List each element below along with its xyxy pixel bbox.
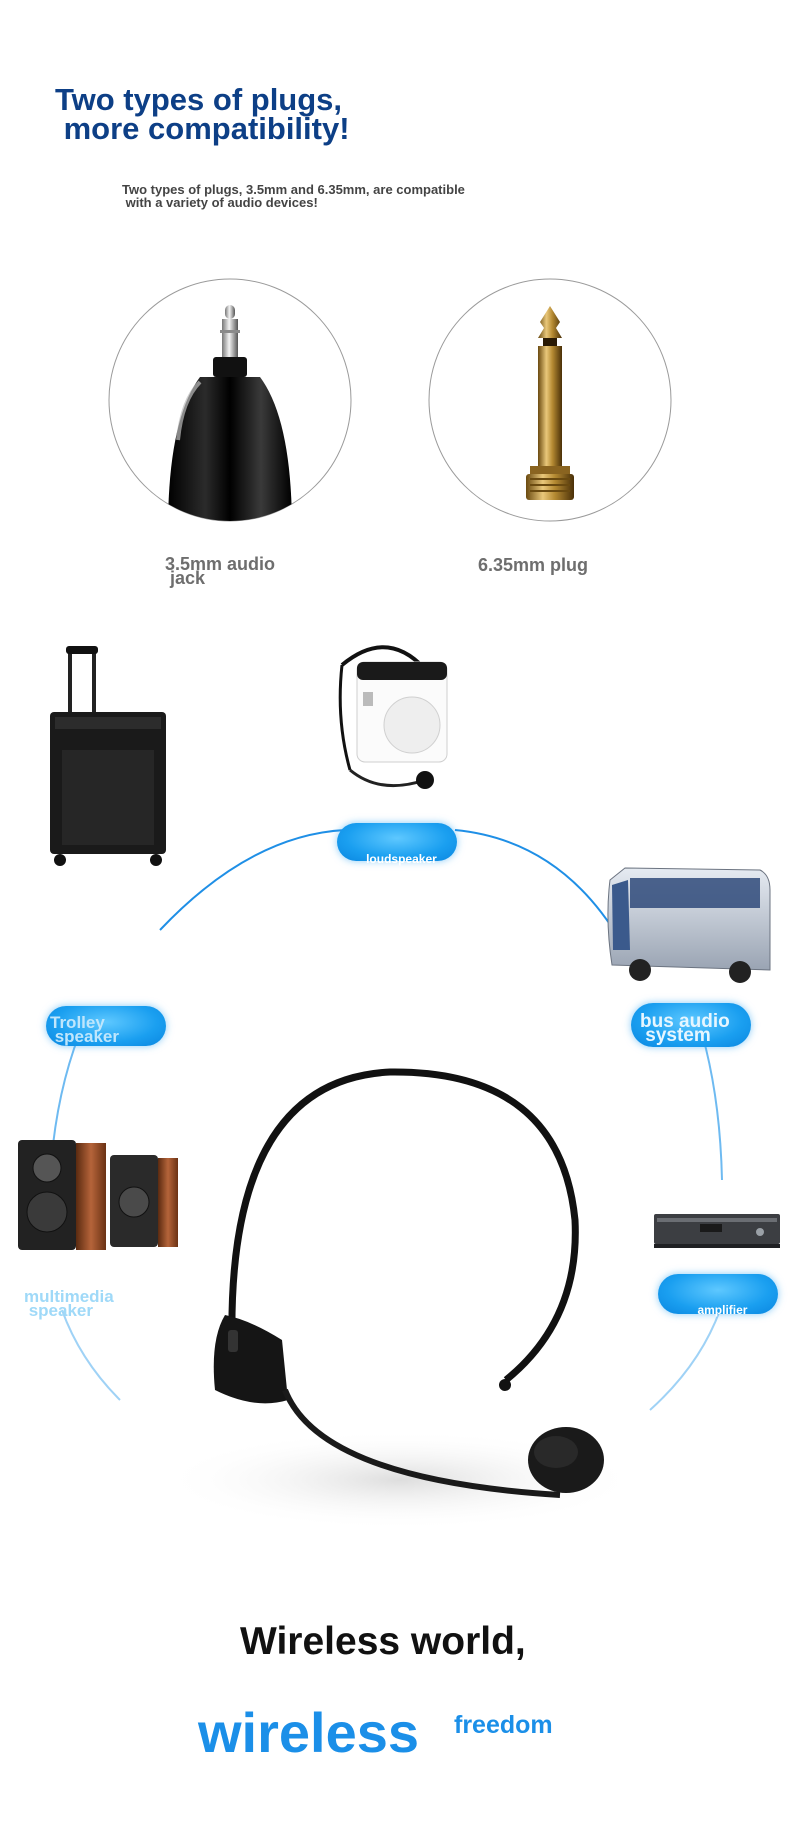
compatibility-diagram [18,645,780,1530]
plug-6-35mm-label: 6.35mm plug [478,555,589,575]
ring-arc [61,1309,121,1401]
trolley-speaker-tag [46,1006,166,1046]
page-subtitle: Two types of plugs, 3.5mm and 6.35mm, ar… [122,182,465,210]
ring-arc [454,829,621,941]
ring-arc [159,829,346,931]
headset-image [160,1068,640,1530]
multimedia-speaker-label: multimedia speaker [24,1287,114,1320]
amplifier-image [654,1214,780,1248]
plug-6-35mm-image [428,278,672,522]
amplifier-tag: amplifier [658,1274,778,1317]
plug-3-5mm-image [108,278,352,522]
slogan-line-1: Wireless world, [240,1620,526,1663]
page-title: Two types of plugs, more compatibility! [55,82,350,146]
bus-image [607,867,771,983]
multimedia-speaker-image [18,1140,178,1250]
loudspeaker-image [338,645,448,789]
loudspeaker-label: loudspeaker [366,852,437,866]
slogan-freedom: freedom [454,1711,553,1739]
plug-illustrations [108,278,672,522]
bus-audio-label: bus audio system [640,1011,730,1046]
amplifier-label: amplifier [697,1303,748,1317]
slogan-wireless: wireless [198,1701,420,1764]
trolley-speaker-label: Trolley speaker [50,1013,119,1046]
bus-audio-tag [631,1003,751,1047]
trolley-speaker-image [50,646,166,866]
ring-arc [649,1309,721,1411]
plug-3-5mm-label: 3.5mm audio jack [165,554,276,588]
loudspeaker-tag: loudspeaker [337,823,457,866]
